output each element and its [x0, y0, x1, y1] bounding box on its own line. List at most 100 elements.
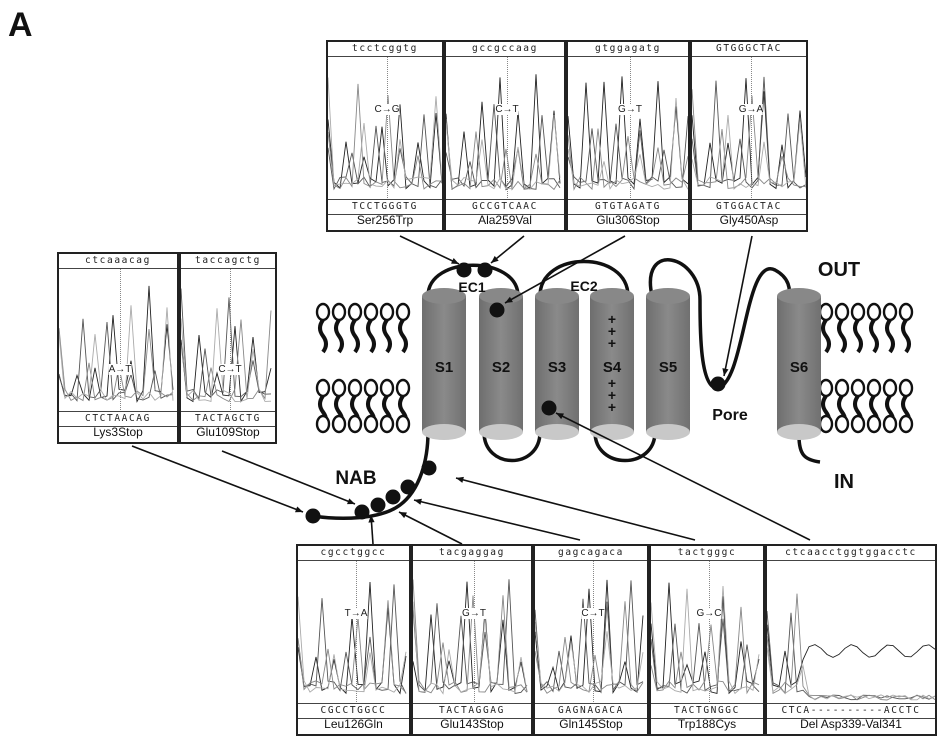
segment-bottom: [646, 424, 690, 440]
lipid-head: [395, 378, 411, 398]
trace-line: [651, 606, 760, 695]
reference-sequence: tcctcggtg: [328, 42, 442, 57]
positive-charge: +: [608, 311, 616, 327]
mutation-site-dot: [477, 262, 493, 278]
segment-top: [646, 288, 690, 304]
lipid-head: [347, 302, 363, 322]
lipid-head: [866, 302, 882, 322]
trace-line: [181, 310, 272, 403]
trace-line: [535, 579, 644, 694]
lipid-head: [315, 378, 331, 398]
trace-line: [181, 308, 272, 402]
lipid-head: [379, 378, 395, 398]
lipid-head: [898, 414, 914, 434]
mutation-site-dot: [421, 460, 437, 476]
lipid-head: [834, 414, 850, 434]
patient-sequence: TACTAGGAG: [413, 703, 531, 719]
mutation-position-line: [709, 561, 710, 702]
reference-sequence: ctcaacctggtggacctc: [767, 546, 935, 561]
trace-line: [651, 585, 760, 695]
positive-charge: +: [608, 375, 616, 391]
mutation-position-line: [230, 269, 231, 410]
arrow-head: [414, 498, 422, 505]
lipid-head: [850, 414, 866, 434]
mutation-site-dot: [305, 508, 321, 524]
reference-sequence: gagcagaca: [535, 546, 647, 561]
trace-line: [568, 76, 688, 189]
mutation-label: A→T: [108, 364, 132, 375]
arrow-head: [556, 413, 564, 420]
mutation-name: Del Asp339-Val341: [800, 717, 902, 731]
mutation-site-dot: [385, 489, 401, 505]
mutation-site-dot: [541, 400, 557, 416]
arrow-head: [451, 258, 459, 264]
trace-line: [568, 97, 688, 190]
trace-chart: [535, 579, 644, 694]
lipid-tail: [853, 318, 863, 354]
lipid-head: [850, 378, 866, 398]
mutation-label: T→A: [344, 608, 368, 619]
lipid-head: [315, 414, 331, 434]
lipid-tail: [366, 318, 376, 354]
patient-sequence: GCCGTCAAC: [446, 199, 564, 215]
segment-body: [590, 296, 634, 432]
mutation-label: G→T: [462, 608, 486, 619]
mutation-name: Glu143Stop: [440, 717, 504, 731]
positive-charge: +: [608, 335, 616, 351]
lipid-head: [898, 378, 914, 398]
lipid-head: [866, 414, 882, 434]
arrow-head: [399, 512, 407, 519]
segment-bottom: [422, 424, 466, 440]
lipid-head: [818, 302, 834, 322]
loop-path: [593, 431, 657, 463]
segment-body: [646, 296, 690, 432]
reference-sequence: GTGGGCTAC: [692, 42, 806, 57]
mutation-site-dot: [370, 497, 386, 513]
loop-path: [482, 431, 542, 463]
lipid-head: [331, 378, 347, 398]
trace-line: [767, 647, 935, 701]
reference-sequence: taccagctg: [181, 254, 275, 269]
trace-line: [328, 77, 442, 189]
patient-sequence: GTGGACTAC: [692, 199, 806, 215]
lipid-head: [882, 414, 898, 434]
mutation-name: Ser256Trp: [356, 213, 414, 227]
mutation-position-line: [387, 57, 388, 198]
ec1-label: EC1: [458, 279, 485, 295]
nab-label: NAB: [335, 468, 376, 489]
segment-bottom: [479, 424, 523, 440]
lipid-head: [834, 302, 850, 322]
reference-sequence: ctcaaacag: [59, 254, 177, 269]
mutation-name: Glu306Stop: [596, 213, 660, 227]
segment-bottom: [590, 424, 634, 440]
mutation-position-line: [474, 561, 475, 702]
mutation-site-dot: [400, 479, 416, 495]
reference-sequence: gtggagatg: [568, 42, 688, 57]
panel-letter: A: [8, 6, 33, 44]
segment-bottom: [535, 424, 579, 440]
pore-label: Pore: [712, 407, 748, 424]
trace-line: [568, 116, 688, 191]
lipid-tail: [398, 318, 408, 354]
segment-label: S1: [435, 359, 453, 376]
mutation-label: G→C: [696, 608, 722, 619]
patient-sequence: TACTGNGGC: [651, 703, 763, 719]
trace-line: [59, 305, 174, 401]
trace-chart: [568, 76, 688, 191]
lipid-head: [818, 378, 834, 398]
trace-line: [651, 582, 760, 695]
lipid-tail: [318, 318, 328, 354]
mutation-name: Gly450Asp: [719, 213, 779, 227]
lipid-head: [347, 378, 363, 398]
arrow-line: [723, 235, 753, 377]
trace-chart: [59, 285, 174, 403]
mutation-arrows: [131, 235, 811, 545]
lipid-tail: [821, 318, 831, 354]
lipid-head: [331, 414, 347, 434]
mutation-position-line: [751, 57, 752, 198]
lipid-head: [898, 302, 914, 322]
arrow-line: [131, 445, 304, 513]
segment-body: [777, 296, 821, 432]
